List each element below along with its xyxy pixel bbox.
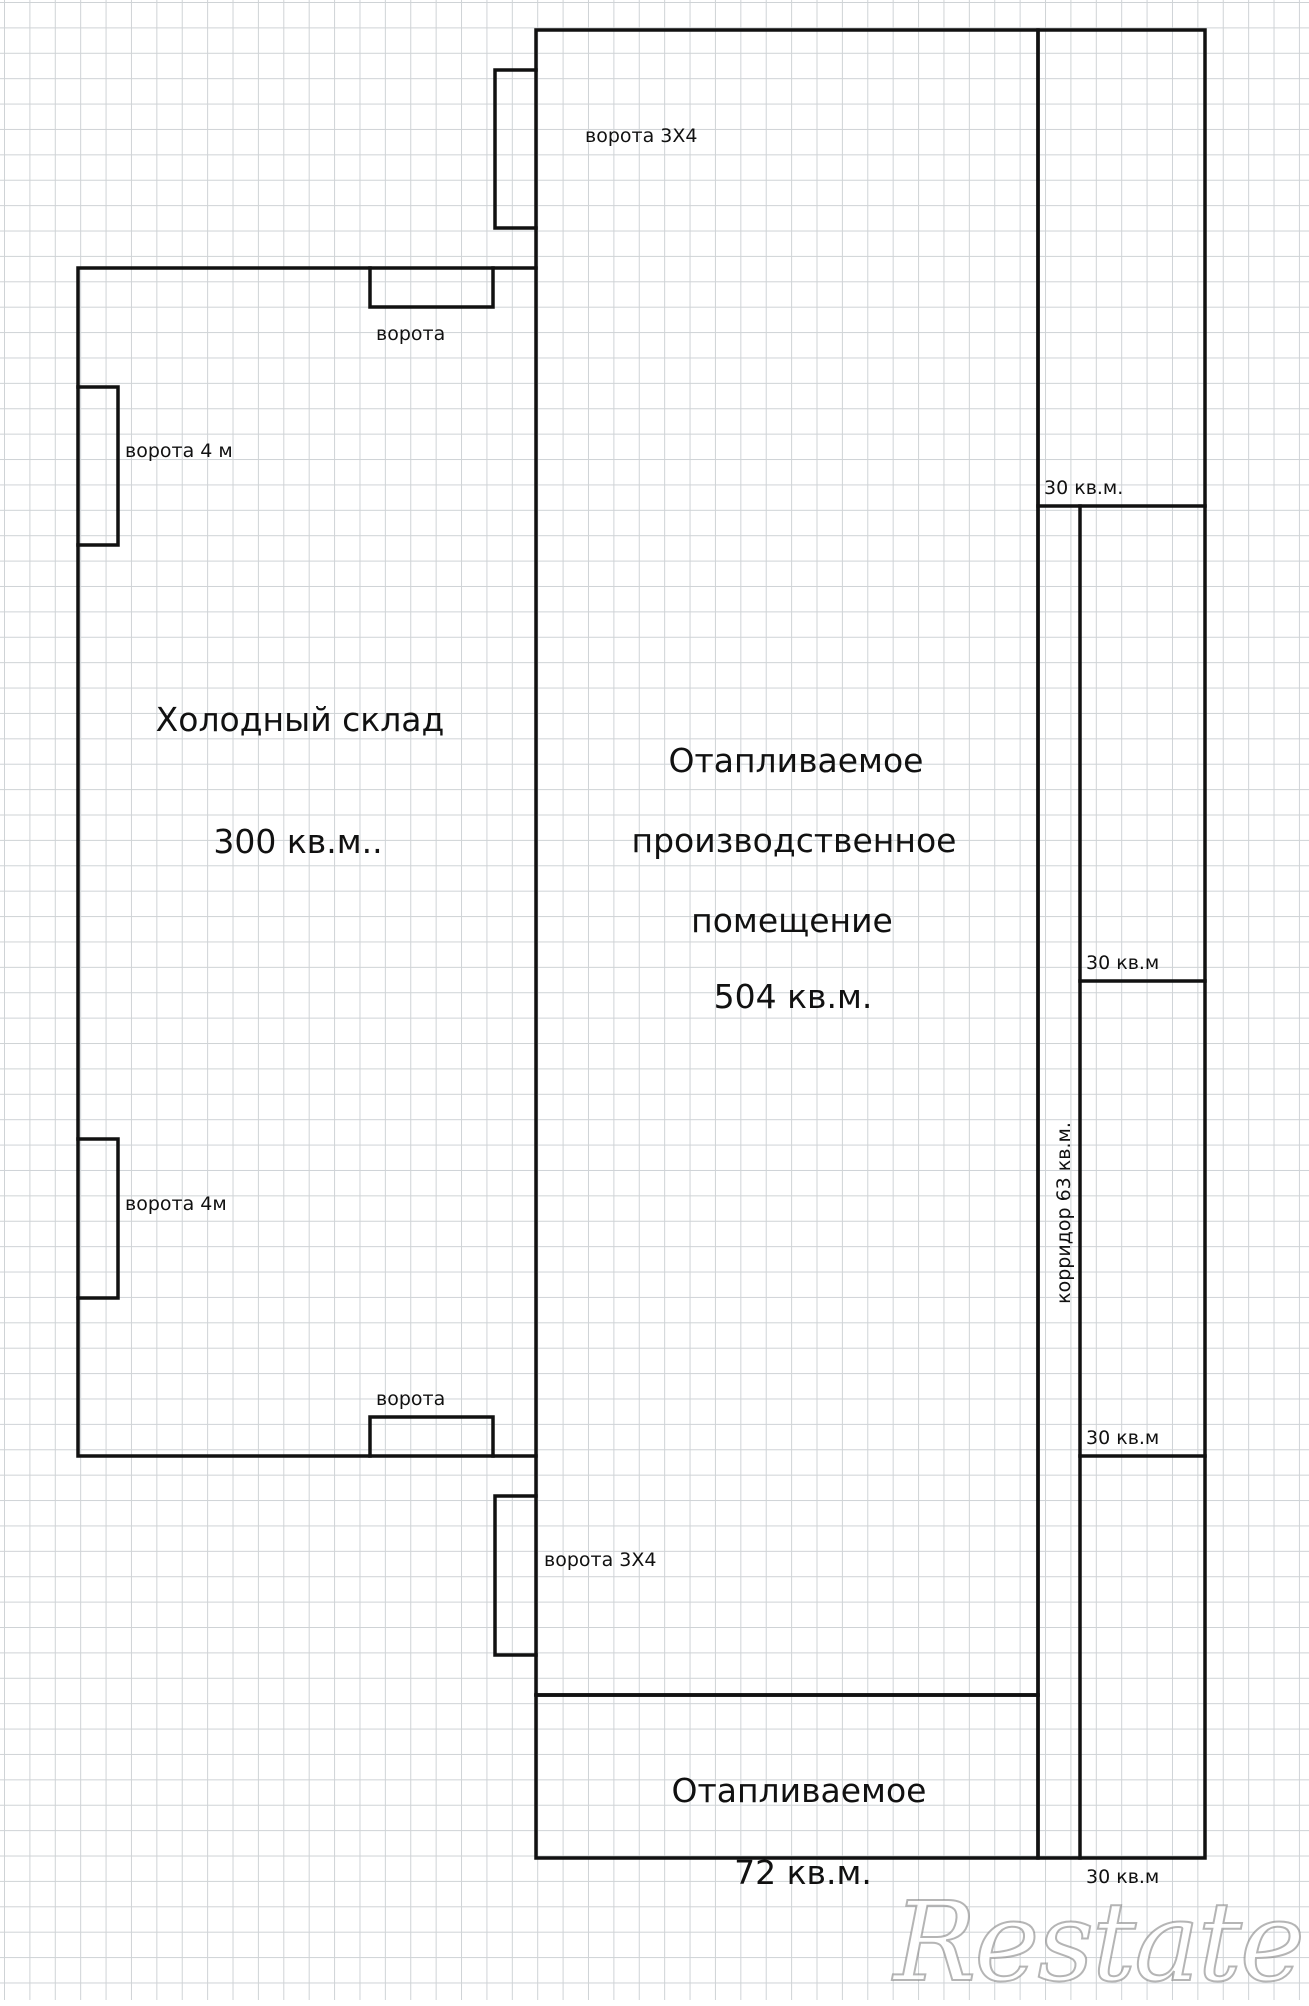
gate-3x4-top-label: ворота 3Х4: [585, 125, 698, 147]
heated-hall-area: 504 кв.м.: [713, 977, 873, 1016]
gate-4m-bottom-frame: [76, 1137, 120, 1300]
heated-hall-title-line-1: Отапливаемое: [668, 741, 924, 780]
gate-bottom-frame: [368, 1415, 495, 1458]
gate-top-frame: [368, 266, 495, 309]
corridor-label: корридор 63 кв.м.: [1053, 1122, 1075, 1304]
cold-warehouse-title: Холодный склад: [155, 700, 445, 739]
gate-4m-top-label: ворота 4 м: [125, 440, 233, 462]
room-2-area: 30 кв.м: [1086, 952, 1160, 974]
cold-warehouse-area: 300 кв.м..: [213, 822, 383, 861]
cold-warehouse-outline: [76, 266, 538, 1458]
watermark-logo: Restate: [893, 1877, 1306, 2006]
heated-hall-outline: [534, 28, 1040, 1697]
gate-4m-bottom-label: ворота 4м: [125, 1193, 227, 1215]
offices-block-outline: [1036, 28, 1207, 1860]
room-4-area: 30 кв.м: [1086, 1866, 1160, 1888]
room-1-area: 30 кв.м.: [1044, 477, 1124, 499]
gate-top-label: ворота: [376, 323, 446, 345]
small-heated-room-title: Отапливаемое: [671, 1771, 927, 1810]
gate-3x4-bottom-frame: [493, 1494, 538, 1657]
gate-4m-top-frame: [76, 385, 120, 547]
heated-hall-title-line-3: помещение: [691, 901, 893, 940]
gate-3x4-bottom-label: ворота 3Х4: [544, 1549, 657, 1571]
room-3-area: 30 кв.м: [1086, 1427, 1160, 1449]
heated-hall-title-line-2: производственное: [631, 821, 957, 860]
gate-bottom-label: ворота: [376, 1388, 446, 1410]
gate-3x4-top-frame: [493, 68, 538, 230]
small-heated-room-area: 72 кв.м.: [734, 1853, 872, 1892]
